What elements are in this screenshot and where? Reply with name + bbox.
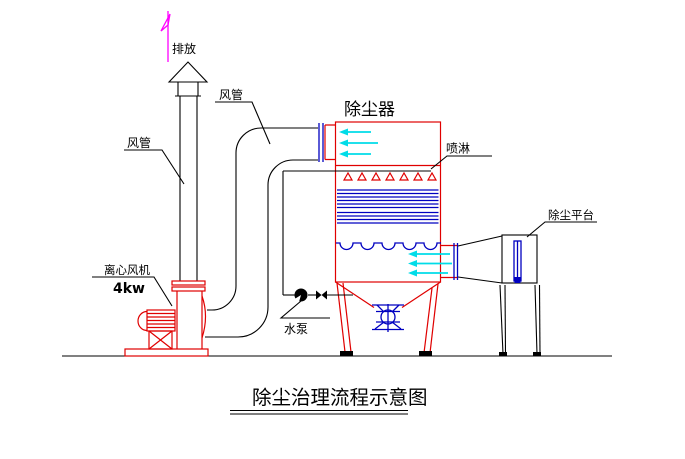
duct-left-leader (124, 149, 185, 185)
water-pump-leader (279, 300, 330, 319)
platform-cone (457, 235, 503, 284)
dust-platform-leader (526, 221, 597, 238)
spray-nozzles (342, 171, 438, 181)
collector-hopper (335, 281, 441, 356)
spray-leader (430, 155, 492, 170)
valve-symbol (316, 290, 327, 300)
outlet-flange (318, 123, 324, 162)
duct-left-label: 风管 (127, 135, 151, 150)
platform-legs (499, 284, 541, 357)
clean-air-arrows (339, 128, 378, 158)
dust-platform-label: 除尘平台 (548, 208, 594, 222)
fan-leader (92, 276, 173, 307)
duct-upper-label: 风管 (219, 87, 243, 102)
duct-upper-leader (215, 101, 271, 145)
platform-housing (501, 234, 538, 284)
emission-label: 排放 (172, 41, 196, 56)
platform-damper (513, 240, 522, 283)
water-pump-label: 水泵 (284, 322, 308, 336)
centrifugal-fan (124, 280, 209, 357)
water-pump-symbol (293, 288, 308, 302)
dust-collector-body (334, 121, 442, 283)
fan-duct (205, 127, 318, 338)
rotary-valve (372, 304, 404, 332)
exhaust-stack (167, 61, 209, 281)
spray-label: 喷淋 (446, 142, 470, 156)
fan-power-label: 4kw (113, 281, 145, 297)
inlet-flange (453, 243, 459, 280)
dust-collector-label: 除尘器 (344, 100, 395, 120)
title-underline (230, 409, 408, 415)
inlet-arrows (408, 250, 452, 277)
centrifugal-fan-label: 离心风机 (104, 263, 150, 277)
emission-arrow (160, 11, 171, 62)
packing-support (336, 242, 441, 251)
collector-outlet-stub (324, 124, 336, 161)
stack-cap (167, 61, 209, 83)
diagram-title: 除尘治理流程示意图 (252, 386, 428, 409)
filter-layers (337, 189, 439, 224)
water-piping (282, 171, 353, 296)
